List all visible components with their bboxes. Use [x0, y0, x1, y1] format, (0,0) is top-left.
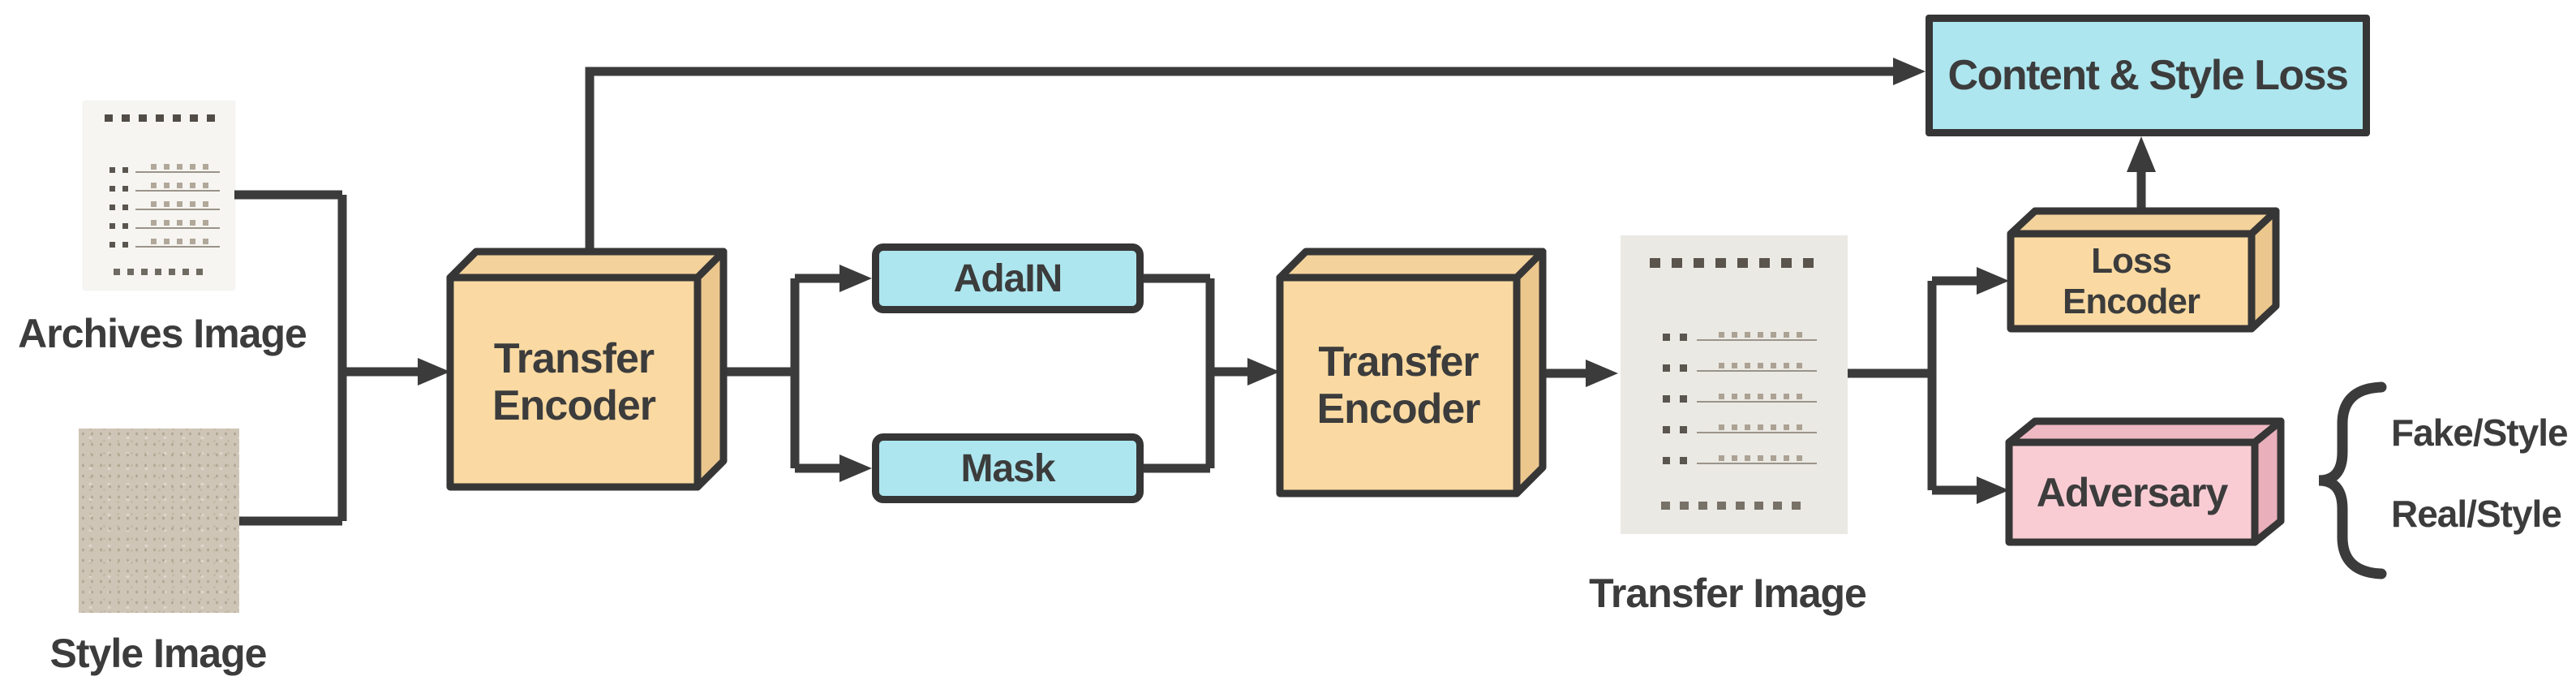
transfer-form-row: [1663, 391, 1817, 403]
arrowhead-into-transfer-image: [1586, 360, 1618, 387]
loss-encoder-label: Loss Encoder: [2062, 241, 2200, 321]
encoder1-front-face: [446, 274, 702, 491]
adversary-side-face: [2251, 417, 2285, 546]
form-field-line: [135, 162, 220, 173]
adversary-front-face: [2005, 438, 2259, 546]
transfer-form-row: [1663, 360, 1817, 372]
checkbox-glyph: [1680, 334, 1687, 341]
checkbox-glyph: [1663, 364, 1670, 372]
form-field-line: [135, 218, 220, 229]
arrowhead-into-encoder1: [418, 358, 450, 386]
checkbox-glyph: [1663, 457, 1670, 464]
wire-top-tap: [585, 67, 1896, 253]
style-image-caption: Style Image: [49, 631, 268, 676]
checkbox-glyph: [109, 186, 115, 192]
style-image-thumbnail: [79, 429, 239, 613]
transfer-image-caption: Transfer Image: [1589, 571, 1867, 616]
archives-title-glyphs: [105, 114, 215, 122]
checkbox-glyph: [1680, 457, 1687, 464]
checkbox-glyph: [1680, 426, 1687, 433]
checkbox-glyph: [109, 242, 115, 248]
archives-footer-glyphs: [114, 269, 204, 275]
form-field-line: [1697, 360, 1817, 372]
real-style-label: Real/Style: [2391, 493, 2562, 535]
content-style-loss-label: Content & Style Loss: [1947, 52, 2349, 99]
archives-form-row: [109, 162, 220, 173]
checkbox-glyph: [122, 242, 128, 248]
checkbox-glyph: [1663, 395, 1670, 403]
form-field-line: [1697, 422, 1817, 433]
transfer-form-row: [1663, 453, 1817, 464]
checkbox-glyph: [122, 167, 128, 173]
archives-form-row: [109, 236, 220, 248]
encoder2-front-face: [1276, 274, 1521, 498]
checkbox-glyph: [122, 186, 128, 192]
mask-label: Mask: [960, 446, 1055, 490]
form-field-line: [135, 199, 220, 210]
encoder2-top-face: [1276, 248, 1547, 282]
form-field-line: [1697, 391, 1817, 403]
form-field-line: [1697, 330, 1817, 341]
form-field-line: [135, 236, 220, 248]
adversary-label: Adversary: [2036, 469, 2229, 515]
transfer-title-glyphs: [1650, 258, 1821, 268]
archives-image-thumbnail: [84, 101, 234, 290]
output-brace: [2318, 381, 2387, 579]
encoder1-top-face: [446, 248, 728, 282]
checkbox-glyph: [122, 205, 128, 210]
loss-encoder-front-face: [2007, 230, 2256, 333]
mask-box: Mask: [872, 433, 1144, 503]
transfer-form-row: [1663, 422, 1817, 433]
checkbox-glyph: [109, 167, 115, 173]
form-field-line: [1697, 453, 1817, 464]
encoder2-side-face: [1513, 248, 1547, 498]
form-field-line: [135, 180, 220, 192]
transfer-encoder-1-label: Transfer Encoder: [492, 334, 656, 429]
arrowhead-into-mask: [839, 455, 872, 482]
archives-form-row: [109, 218, 220, 229]
checkbox-glyph: [109, 223, 115, 229]
fake-style-label: Fake/Style: [2391, 411, 2569, 454]
arrowhead-into-encoder2: [1247, 358, 1280, 386]
transfer-encoder-2-label: Transfer Encoder: [1316, 338, 1480, 433]
adain-label: AdaIN: [953, 256, 1063, 300]
archives-image-caption: Archives Image: [18, 311, 307, 356]
checkbox-glyph: [1663, 334, 1670, 341]
transfer-form-row: [1663, 330, 1817, 341]
transfer-footer-glyphs: [1661, 502, 1807, 510]
arrowhead-into-adain: [839, 265, 872, 292]
transfer-image-thumbnail: [1621, 235, 1848, 534]
checkbox-glyph: [1680, 364, 1687, 372]
checkbox-glyph: [1663, 426, 1670, 433]
arrowhead-into-loss-encoder: [1977, 267, 2009, 295]
archives-form-row: [109, 180, 220, 192]
checkbox-glyph: [122, 223, 128, 229]
archives-form-row: [109, 199, 220, 210]
arrowhead-loss-up: [2127, 136, 2156, 172]
content-style-loss-box: Content & Style Loss: [1926, 15, 2370, 136]
arrowhead-into-adversary: [1977, 476, 2009, 504]
encoder1-side-face: [693, 248, 728, 491]
checkbox-glyph: [109, 205, 115, 210]
checkbox-glyph: [1680, 395, 1687, 403]
adain-box: AdaIN: [872, 243, 1144, 313]
arrowhead-into-content-loss: [1893, 58, 1926, 85]
